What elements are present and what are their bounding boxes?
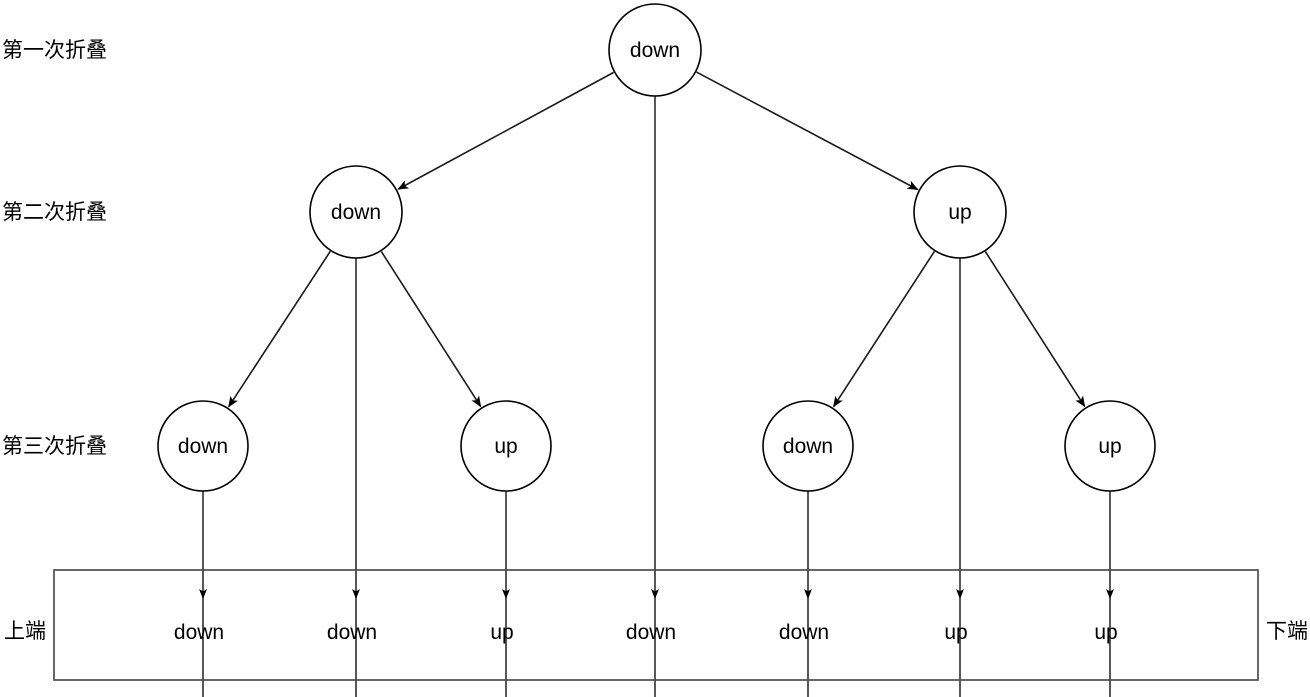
tree-nodes-group: down down up down up down up [157,3,1156,492]
node-circle-n5 [460,400,552,492]
edge-n3-to-n7 [984,251,1086,408]
stage-label-2: 第二次折叠 [2,201,107,224]
node-circle-n1 [608,3,702,97]
strip-reading-3: up [490,621,513,644]
strip-reading-1: down [174,621,224,644]
strip-reading-4: down [626,621,676,644]
strip-reading-6: up [944,621,967,644]
node-label-n7: up [1098,435,1121,458]
strip-rectangle [53,569,1259,681]
tree-node-n3: up [913,165,1007,259]
stage-label-3: 第三次折叠 [2,435,107,458]
tree-edges-group [228,71,1086,408]
strip-reading-7: up [1094,621,1117,644]
node-circle-n6 [762,400,854,492]
tree-node-n6: down [762,400,854,492]
tree-node-n4: down [157,400,249,492]
strip-reading-5: down [779,621,829,644]
node-label-n3: up [948,201,971,224]
node-label-n6: down [783,435,833,458]
strip-right-end-label: 下端 [1266,620,1308,643]
strip-left-end-label: 上端 [4,620,46,643]
tree-node-n1: down [608,3,702,97]
bottom-strip-group [53,569,1259,681]
edge-n2-to-n4 [228,250,331,408]
strip-readings-group: down down up down down up up [174,621,1118,644]
node-circle-n4 [157,400,249,492]
node-circle-n3 [913,165,1007,259]
strip-reading-2: down [327,621,377,644]
node-label-n1: down [630,39,680,62]
node-label-n5: up [494,435,517,458]
stage-label-1: 第一次折叠 [2,39,107,62]
edge-n1-to-n3 [696,71,919,191]
tree-node-n5: up [460,400,552,492]
node-label-n4: down [178,435,228,458]
node-label-n2: down [331,201,381,224]
node-circle-n2 [309,165,403,259]
edge-n2-to-n5 [380,251,482,408]
edge-n3-to-n6 [832,250,936,408]
tree-node-n7: up [1064,400,1156,492]
node-circle-n7 [1064,400,1156,492]
tree-node-n2: down [309,165,403,259]
edge-n1-to-n2 [397,71,615,190]
